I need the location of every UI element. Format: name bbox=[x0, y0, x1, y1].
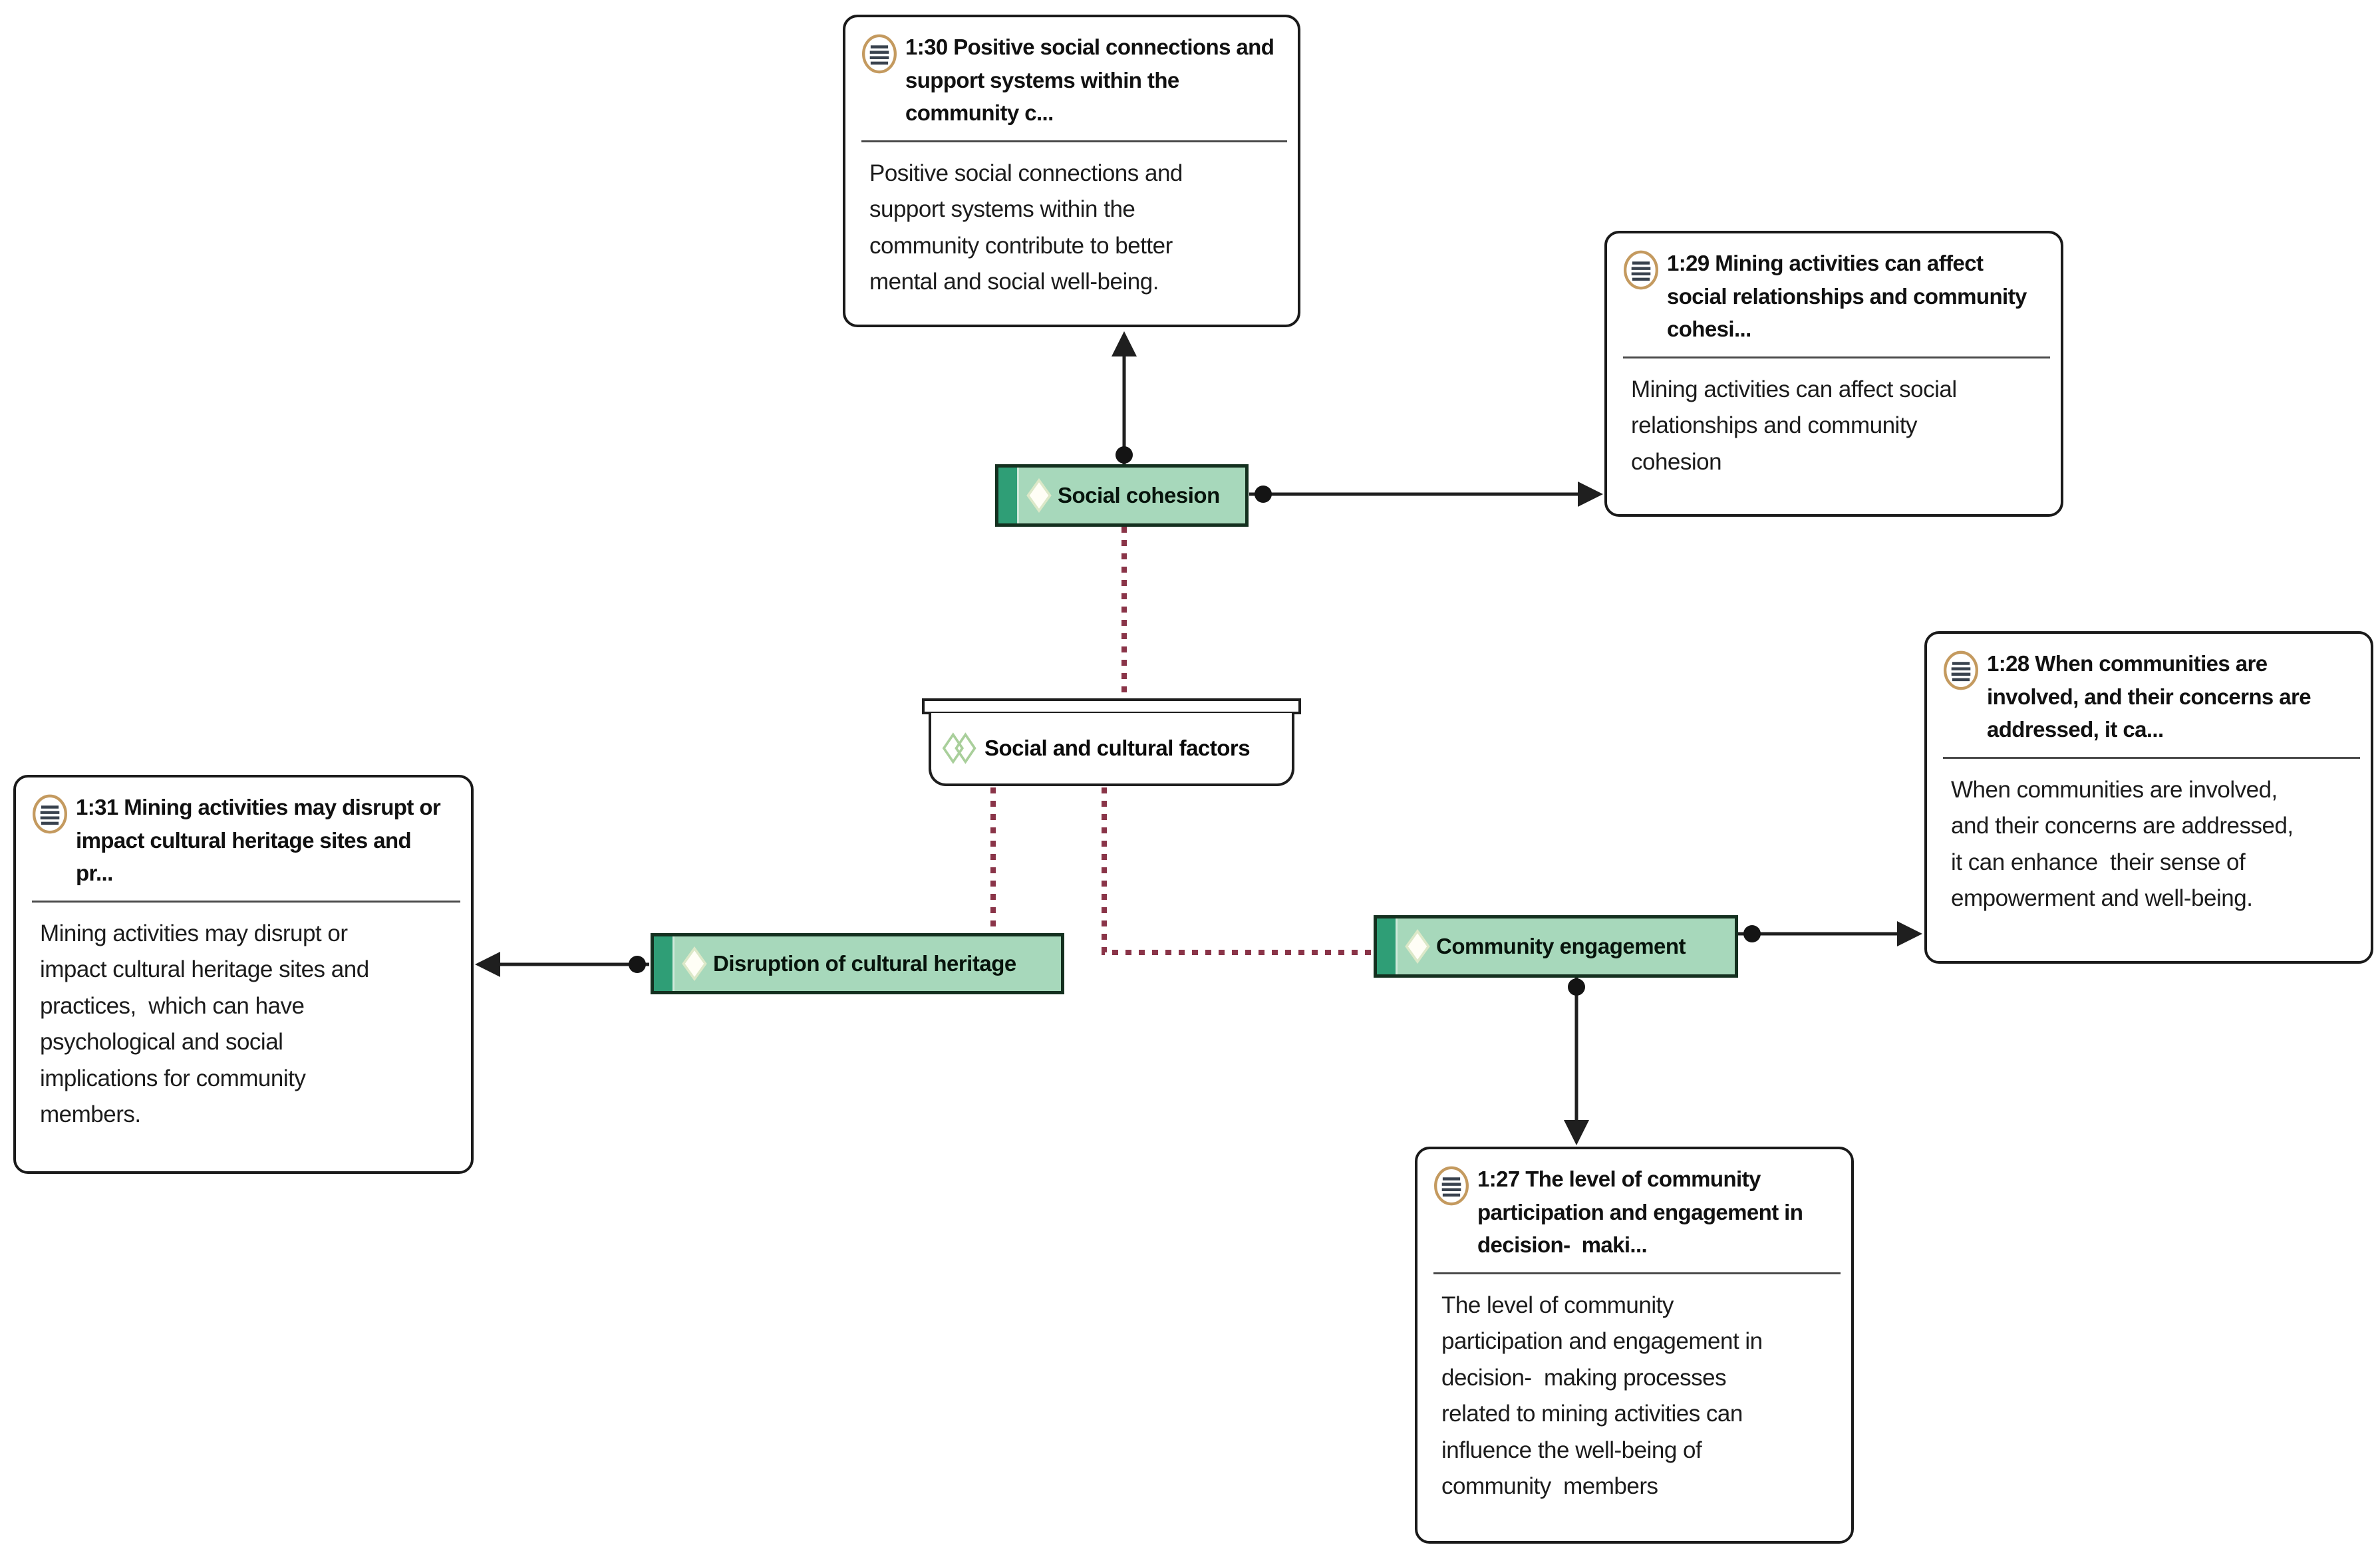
code-node-community-engagement[interactable]: Community engagement bbox=[1374, 915, 1738, 978]
quotation-node-1-27[interactable]: 1:27 The level of community participatio… bbox=[1415, 1147, 1854, 1544]
edge-community-to-quote-128[interactable] bbox=[1738, 921, 1922, 946]
edge-dot bbox=[1743, 925, 1761, 942]
code-diamond-icon bbox=[682, 946, 707, 981]
edge-dot bbox=[1255, 486, 1272, 503]
code-group-label: Social and cultural factors bbox=[984, 736, 1251, 760]
divider bbox=[32, 900, 460, 903]
edge-dashed-group-to-community[interactable] bbox=[1102, 787, 1372, 955]
quotation-body: Mining activities may disrupt or impact … bbox=[40, 920, 369, 1128]
quotation-title: 1:30 Positive social connections and sup… bbox=[905, 35, 1274, 125]
edge-dot bbox=[1568, 978, 1585, 996]
edge-social-cohesion-to-quote-130[interactable] bbox=[1112, 331, 1137, 464]
edge-social-cohesion-to-quote-129[interactable] bbox=[1249, 482, 1603, 507]
quotation-node-1-30[interactable]: 1:30 Positive social connections and sup… bbox=[843, 15, 1300, 327]
arrowhead-down bbox=[1564, 1120, 1589, 1145]
code-diamond-icon bbox=[1026, 478, 1052, 513]
code-node-disruption-of-cultural-heritage[interactable]: Disruption of cultural heritage bbox=[651, 933, 1064, 994]
code-node-social-cohesion[interactable]: Social cohesion bbox=[995, 464, 1249, 527]
edge-dot bbox=[629, 956, 646, 973]
divider bbox=[1433, 1272, 1841, 1274]
quotation-body: When communities are involved, and their… bbox=[1951, 776, 2294, 912]
arrowhead-right bbox=[1578, 482, 1603, 507]
code-color-strip bbox=[1377, 918, 1398, 974]
quotation-icon bbox=[1434, 1166, 1469, 1206]
quotation-icon bbox=[33, 794, 67, 834]
arrowhead-up bbox=[1112, 331, 1137, 356]
code-diamond-icon bbox=[1405, 929, 1430, 964]
code-color-strip bbox=[998, 468, 1019, 523]
quotation-header: 1:31 Mining activities may disrupt or im… bbox=[31, 791, 464, 890]
quotation-body: Mining activities can affect social rela… bbox=[1631, 376, 1957, 475]
quotation-header: 1:29 Mining activities can affect social… bbox=[1622, 247, 2054, 346]
edge-disruption-to-quote-131[interactable] bbox=[475, 952, 649, 977]
quotation-body: Positive social connections and support … bbox=[869, 160, 1183, 295]
code-label: Community engagement bbox=[1436, 934, 1686, 958]
quotation-icon bbox=[1624, 250, 1658, 290]
quotation-header: 1:30 Positive social connections and sup… bbox=[860, 31, 1291, 130]
quotation-icon bbox=[862, 34, 897, 74]
quotation-icon bbox=[1944, 650, 1978, 690]
code-group-cap bbox=[922, 698, 1301, 714]
edge-community-to-quote-127[interactable] bbox=[1564, 976, 1589, 1145]
arrowhead-left bbox=[475, 952, 500, 977]
quotation-header: 1:28 When communities are involved, and … bbox=[1942, 647, 2364, 746]
code-label: Disruption of cultural heritage bbox=[713, 951, 1016, 976]
quotation-title: 1:27 The level of community participatio… bbox=[1477, 1167, 1803, 1257]
code-color-strip bbox=[654, 936, 674, 991]
divider bbox=[1623, 356, 2050, 358]
quotation-node-1-29[interactable]: 1:29 Mining activities can affect social… bbox=[1604, 231, 2063, 517]
quotation-body: The level of community participation and… bbox=[1441, 1292, 1763, 1500]
divider bbox=[861, 140, 1287, 142]
code-label: Social cohesion bbox=[1058, 483, 1220, 507]
quotation-node-1-31[interactable]: 1:31 Mining activities may disrupt or im… bbox=[13, 775, 474, 1174]
code-group-node-social-and-cultural-factors[interactable]: Social and cultural factors bbox=[929, 713, 1294, 786]
edge-dot bbox=[1116, 446, 1133, 464]
quotation-title: 1:31 Mining activities may disrupt or im… bbox=[76, 795, 441, 885]
divider bbox=[1943, 756, 2360, 759]
quotation-title: 1:29 Mining activities can affect social… bbox=[1667, 251, 2027, 341]
arrowhead-right bbox=[1897, 921, 1922, 946]
code-group-icon bbox=[942, 732, 976, 764]
quotation-title: 1:28 When communities are involved, and … bbox=[1987, 651, 2311, 742]
quotation-header: 1:27 The level of community participatio… bbox=[1432, 1163, 1845, 1262]
quotation-node-1-28[interactable]: 1:28 When communities are involved, and … bbox=[1924, 631, 2373, 964]
